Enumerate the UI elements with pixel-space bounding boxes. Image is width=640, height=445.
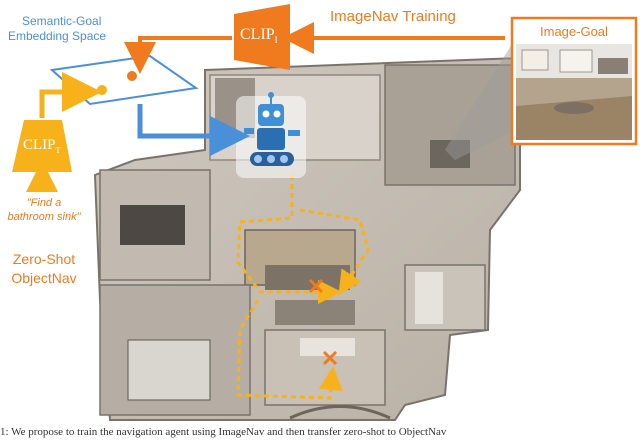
embedding-point-image [127, 71, 137, 81]
figure-caption: 1: We propose to train the navigation ag… [0, 426, 447, 438]
prompt-line1: "Find a [26, 197, 62, 209]
clip-text-label: CLIPT [23, 137, 60, 155]
path-right-loop [299, 208, 370, 296]
clip-image-encoder [234, 4, 290, 70]
floorplan [93, 56, 521, 421]
task-line2: ObjectNav [11, 270, 77, 286]
image-goal-callout [445, 44, 512, 160]
semantic-space-line2: Embedding Space [8, 29, 107, 43]
prompt-line2: bathroom sink" [7, 211, 81, 223]
bath-counter [300, 338, 355, 356]
goal-marker-bathroom [322, 350, 338, 366]
path-to-kitchen [236, 175, 342, 304]
path-to-bathroom [236, 299, 343, 400]
arrow-space-to-robot [137, 104, 250, 156]
semantic-space-label: Semantic-Goal Embedding Space [8, 14, 106, 44]
task-line1: Zero-Shot [12, 251, 76, 267]
arrow-clipt-to-space [39, 72, 102, 118]
clip-text-encoder [12, 120, 72, 172]
clip-image-main: CLIP [240, 26, 275, 43]
furniture-right [430, 140, 470, 168]
clip-image-sub: I [274, 35, 278, 46]
stove-area [275, 300, 355, 325]
clip-text-sub: T [55, 146, 61, 155]
arrow-clipi-to-space [124, 36, 232, 74]
embedding-point-text [97, 85, 107, 95]
image-goal-label: Image-Goal [540, 24, 608, 39]
goal-marker-kitchen [308, 278, 324, 294]
prompt-quote: "Find a bathroom sink" [2, 196, 86, 224]
semantic-space-line1: Semantic-Goal [22, 14, 102, 28]
kitchen-counter [265, 265, 350, 290]
clip-image-label: CLIPI [240, 26, 278, 45]
dining-table [120, 205, 185, 245]
robot-icon [236, 92, 306, 178]
navigation-path [236, 175, 370, 400]
clip-text-main: CLIP [23, 137, 56, 153]
image-goal-photo [516, 44, 632, 140]
embedding-plane [49, 54, 199, 106]
imagenav-training-title: ImageNav Training [330, 8, 456, 25]
fridge [415, 272, 443, 324]
curved-wall [289, 405, 391, 420]
task-label: Zero-Shot ObjectNav [2, 250, 86, 288]
embedding-space [49, 54, 199, 106]
bed [127, 339, 211, 401]
